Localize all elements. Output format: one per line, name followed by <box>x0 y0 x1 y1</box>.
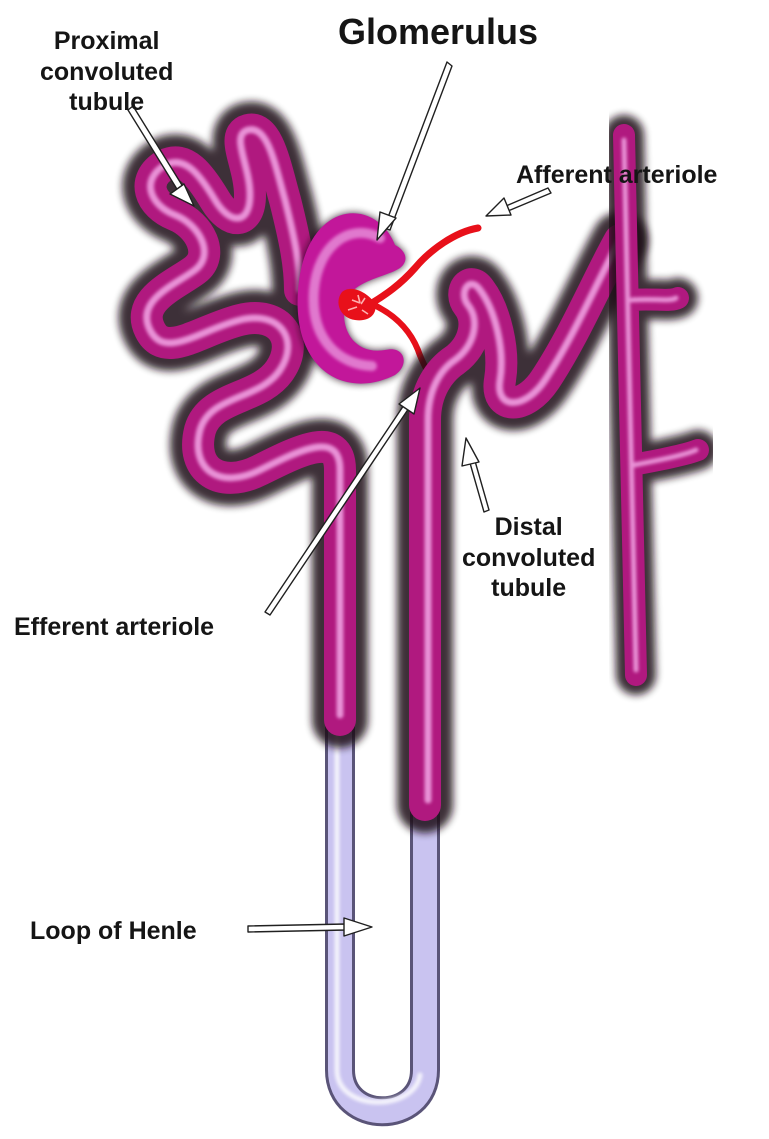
loop-of-henle-arrow <box>248 918 372 936</box>
distal-tubule-label-line-3: tubule <box>462 573 595 604</box>
efferent-arteriole-label: Efferent arteriole <box>14 612 214 643</box>
distal-tubule-arrow <box>462 438 489 512</box>
proximal-tubule-label-line-2: convoluted <box>40 57 173 88</box>
proximal-tubule-label-line-1: Proximal <box>40 26 173 57</box>
glomerulus-label: Glomerulus <box>338 10 538 54</box>
afferent-arteriole-label: Afferent arteriole <box>516 160 717 191</box>
glomerulus-arrow <box>377 62 452 240</box>
distal-tubule-label: Distal convoluted tubule <box>462 512 595 604</box>
proximal-tubule-label: Proximal convoluted tubule <box>40 26 173 118</box>
loop-of-henle-label: Loop of Henle <box>30 916 197 947</box>
proximal-tubule-label-line-3: tubule <box>40 87 173 118</box>
afferent-arteriole-arrow <box>486 188 551 216</box>
collecting-duct <box>624 135 698 675</box>
distal-tubule-label-line-1: Distal <box>462 512 595 543</box>
distal-tubule-label-line-2: convoluted <box>462 543 595 574</box>
